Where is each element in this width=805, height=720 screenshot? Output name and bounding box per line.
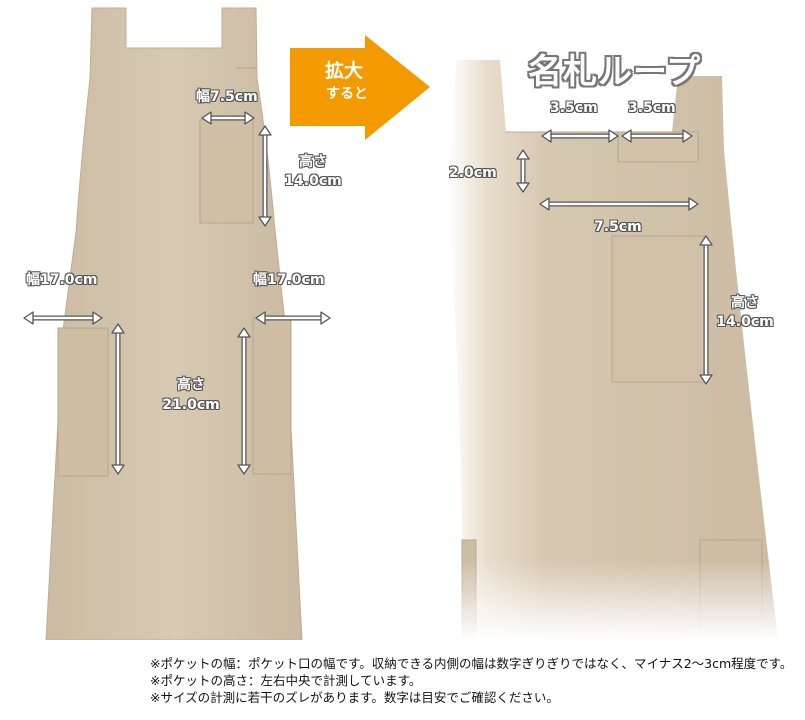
notes: ※ポケットの幅：ポケット口の幅です。収納できる内側の幅は数字ぎりぎりではなく、マ… [150, 655, 800, 706]
zoom-label: 拡大 [325, 60, 364, 82]
side-pocket-height-label-2: 21.0cm [162, 397, 220, 413]
arrow-left-pocket-height [111, 323, 125, 475]
chest-pocket-width-label: 幅7.5cm [196, 89, 258, 105]
left-pocket-width-label: 幅17.0cm [26, 272, 98, 288]
side-pocket-height-label-1: 高さ [177, 377, 205, 393]
arrow-loop-left-width [541, 129, 619, 143]
apron-illustration: 拡大 すると 名札ループ 幅7.5cm 高さ 14.0cm 幅17.0cm 幅1… [23, 7, 805, 640]
detail-chest-pocket [611, 235, 705, 383]
arrow-pocket-height [699, 235, 713, 385]
loop-left-width-label: 3.5cm [550, 100, 598, 116]
right-pocket-width-label: 幅17.0cm [253, 272, 325, 288]
detail-pocket-height-label-2: 14.0cm [716, 314, 774, 330]
right-side-pocket [252, 317, 292, 475]
arrow-pocket-width [539, 197, 699, 211]
loop-right-width-label: 3.5cm [628, 100, 676, 116]
arrow-loop-right-width [621, 129, 693, 143]
apron-detail-view [440, 60, 805, 640]
chest-pocket-height-label-2: 14.0cm [284, 173, 342, 189]
arrow-chest-width [201, 111, 255, 125]
dimension-arrows [23, 111, 713, 475]
zoom-sublabel: すると [326, 86, 368, 102]
zoom-arrow [290, 35, 430, 140]
arrow-loop-height [516, 149, 530, 193]
arrow-chest-height [258, 125, 272, 227]
arrow-right-pocket-height [237, 327, 251, 475]
arrow-left-pocket-width [23, 311, 103, 325]
detail-pocket-height-label-1: 高さ [731, 295, 759, 311]
chest-pocket [199, 119, 254, 224]
left-side-pocket [57, 327, 109, 477]
detail-pocket-width-label: 7.5cm [594, 219, 642, 235]
apron-full-view [45, 7, 303, 640]
note-pocket-height: ※ポケットの高さ：左右中央で計測しています。 [150, 673, 422, 688]
detail-title: 名札ループ [528, 52, 701, 92]
chest-pocket-height-label-1: 高さ [299, 154, 327, 170]
note-pocket-width: ※ポケットの幅：ポケット口の幅です。収納できる内側の幅は数字ぎりぎりではなく、マ… [150, 656, 793, 671]
note-measurement: ※サイズの計測に若干のズレがあります。数字は目安でご確認ください。 [150, 690, 559, 705]
arrow-right-pocket-width [255, 311, 331, 325]
loop-height-label: 2.0cm [449, 165, 497, 181]
